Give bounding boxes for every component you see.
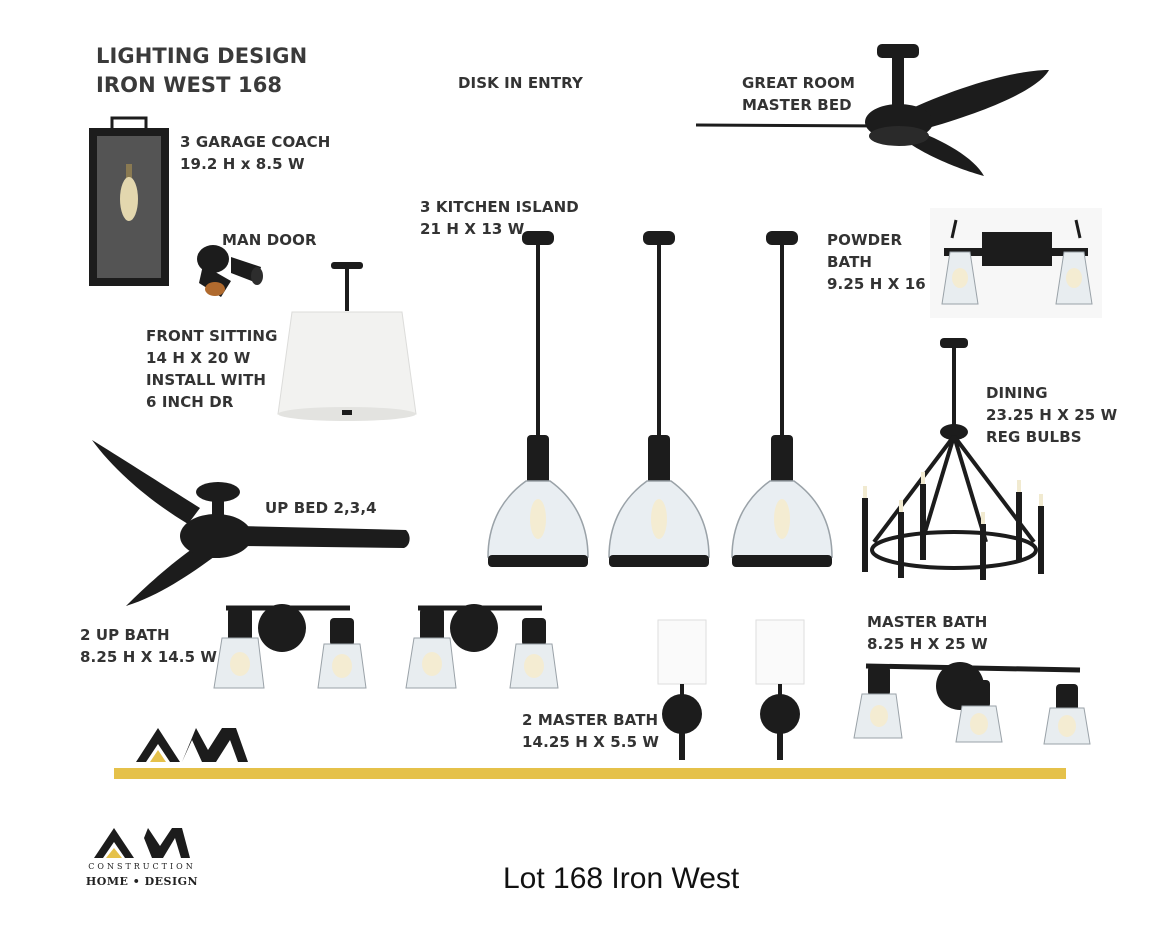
garage-coach-name: 3 GARAGE COACH: [180, 133, 331, 151]
garage-coach-size: 19.2 H x 8.5 W: [180, 155, 305, 173]
garage-coach-label: 3 GARAGE COACH 19.2 H x 8.5 W: [180, 131, 330, 175]
master-bath-label: MASTER BATH 8.25 H X 25 W: [867, 611, 988, 655]
garage-coach-image: [89, 116, 169, 286]
gold-accent-band: [114, 768, 1066, 779]
front-sitting-size: 14 H X 20 W: [146, 349, 251, 367]
up-bath-vanity-1: [213, 604, 367, 689]
master-sconce-name: 2 MASTER BATH: [522, 711, 659, 729]
disk-entry-note: DISK IN ENTRY: [458, 74, 583, 92]
man-door-name: MAN DOOR: [222, 231, 317, 249]
footer-title: Lot 168 Iron West: [503, 862, 740, 895]
master-bath-vanity-image: [853, 662, 1091, 745]
dining-size: 23.25 H X 25 W: [986, 406, 1118, 424]
lighting-design-board: LIGHTING DESIGN IRON WEST 168 DISK IN EN…: [80, 42, 1117, 779]
dining-label: DINING 23.25 H X 25 W REG BULBS: [986, 382, 1117, 448]
powder-bath-name-2: BATH: [827, 253, 873, 271]
powder-bath-size: 9.25 H X 16 W: [827, 275, 948, 293]
dining-note: REG BULBS: [986, 428, 1082, 446]
man-door-image: [197, 245, 263, 297]
up-bed-name: UP BED 2,3,4: [265, 499, 377, 517]
master-bath-name: MASTER BATH: [867, 613, 988, 631]
up-bed-fan-image: [92, 440, 410, 606]
powder-bath-image: [930, 208, 1102, 318]
master-bath-size: 8.25 H X 25 W: [867, 635, 988, 653]
kitchen-island-size: 21 H X 13 W: [420, 220, 525, 238]
front-sitting-label: FRONT SITTING 14 H X 20 W INSTALL WITH 6…: [146, 325, 278, 413]
front-sitting-name: FRONT SITTING: [146, 327, 278, 345]
powder-bath-label: POWDER BATH 9.25 H X 16 W: [827, 229, 948, 295]
board-title: LIGHTING DESIGN IRON WEST 168: [96, 42, 307, 100]
board-logo: [136, 728, 248, 762]
dining-chandelier-image: [862, 338, 1044, 580]
up-bath-name: 2 UP BATH: [80, 626, 170, 644]
brand-line-2: HOME • DESIGN: [85, 875, 199, 888]
master-sconce-2: [755, 619, 805, 760]
master-bed-label-line: MASTER BED: [742, 96, 852, 114]
front-sitting-note-2: 6 INCH DR: [146, 393, 234, 411]
front-sitting-note-1: INSTALL WITH: [146, 371, 267, 389]
brand-line-1: CONSTRUCTION: [88, 862, 196, 871]
man-door-label: MAN DOOR: [222, 229, 317, 251]
kitchen-pendant-1: [487, 231, 589, 567]
great-room-label: GREAT ROOM MASTER BED: [742, 72, 855, 116]
master-sconce-1: [657, 619, 707, 760]
up-bath-vanity-2: [405, 604, 559, 689]
kitchen-pendant-3: [731, 231, 833, 567]
front-sitting-image: [277, 262, 417, 421]
kitchen-island-name: 3 KITCHEN ISLAND: [420, 198, 579, 216]
kitchen-island-label: 3 KITCHEN ISLAND 21 H X 13 W: [420, 196, 579, 240]
up-bath-label: 2 UP BATH 8.25 H X 14.5 W: [80, 624, 217, 668]
master-sconce-size: 14.25 H X 5.5 W: [522, 733, 660, 751]
great-room-fan-image: [695, 44, 1049, 176]
title-line-2: IRON WEST 168: [96, 73, 283, 97]
master-sconce-label: 2 MASTER BATH 14.25 H X 5.5 W: [522, 709, 659, 753]
powder-bath-name-1: POWDER: [827, 231, 903, 249]
up-bath-size: 8.25 H X 14.5 W: [80, 648, 218, 666]
up-bed-label: UP BED 2,3,4: [265, 497, 377, 519]
dining-name: DINING: [986, 384, 1048, 402]
great-room-label-line: GREAT ROOM: [742, 74, 855, 92]
kitchen-pendant-2: [608, 231, 710, 567]
brand-logo-icon: [94, 828, 190, 858]
title-line-1: LIGHTING DESIGN: [96, 44, 308, 68]
